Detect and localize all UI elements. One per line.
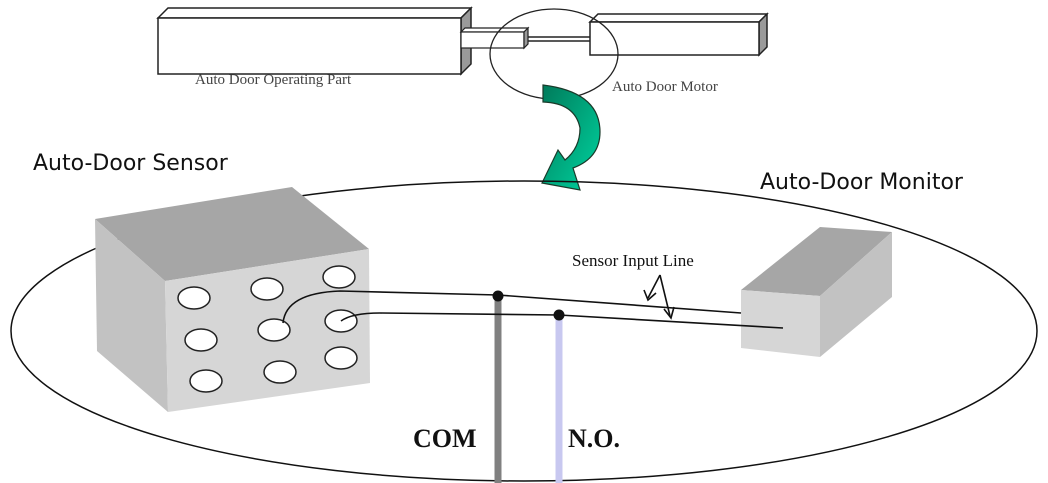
floor-ellipse bbox=[10, 180, 1038, 482]
sensor-input-line-label: Sensor Input Line bbox=[572, 251, 694, 270]
curved-down-arrow-icon bbox=[541, 84, 601, 191]
motor-shaft bbox=[459, 26, 590, 50]
operating-part bbox=[156, 6, 473, 76]
pointer-arrow-icon bbox=[643, 274, 675, 320]
sensor-box bbox=[95, 187, 370, 412]
operating-part-label: Auto Door Operating Part bbox=[195, 72, 352, 88]
no-label: N.O. bbox=[568, 424, 620, 453]
sensor-wire-no bbox=[340, 312, 784, 329]
sensor-hole bbox=[257, 318, 291, 342]
sensor-hole bbox=[189, 369, 223, 393]
monitor-box bbox=[741, 227, 892, 357]
motor-label: Auto Door Motor bbox=[612, 79, 718, 95]
sensor-wire-com bbox=[282, 290, 742, 324]
sensor-hole bbox=[263, 360, 297, 384]
sensor-hole bbox=[177, 286, 211, 310]
com-label: COM bbox=[413, 424, 477, 453]
sensor-holes bbox=[177, 265, 358, 393]
com-junction bbox=[492, 290, 504, 302]
sensor-hole bbox=[322, 265, 356, 289]
sensor-hole bbox=[324, 346, 358, 370]
sensor-hole bbox=[250, 277, 284, 301]
sensor-hole bbox=[184, 328, 218, 352]
door-motor bbox=[588, 12, 769, 57]
no-junction bbox=[553, 309, 565, 321]
monitor-label: Auto-Door Monitor bbox=[760, 170, 964, 195]
sensor-label: Auto-Door Sensor bbox=[33, 151, 229, 176]
